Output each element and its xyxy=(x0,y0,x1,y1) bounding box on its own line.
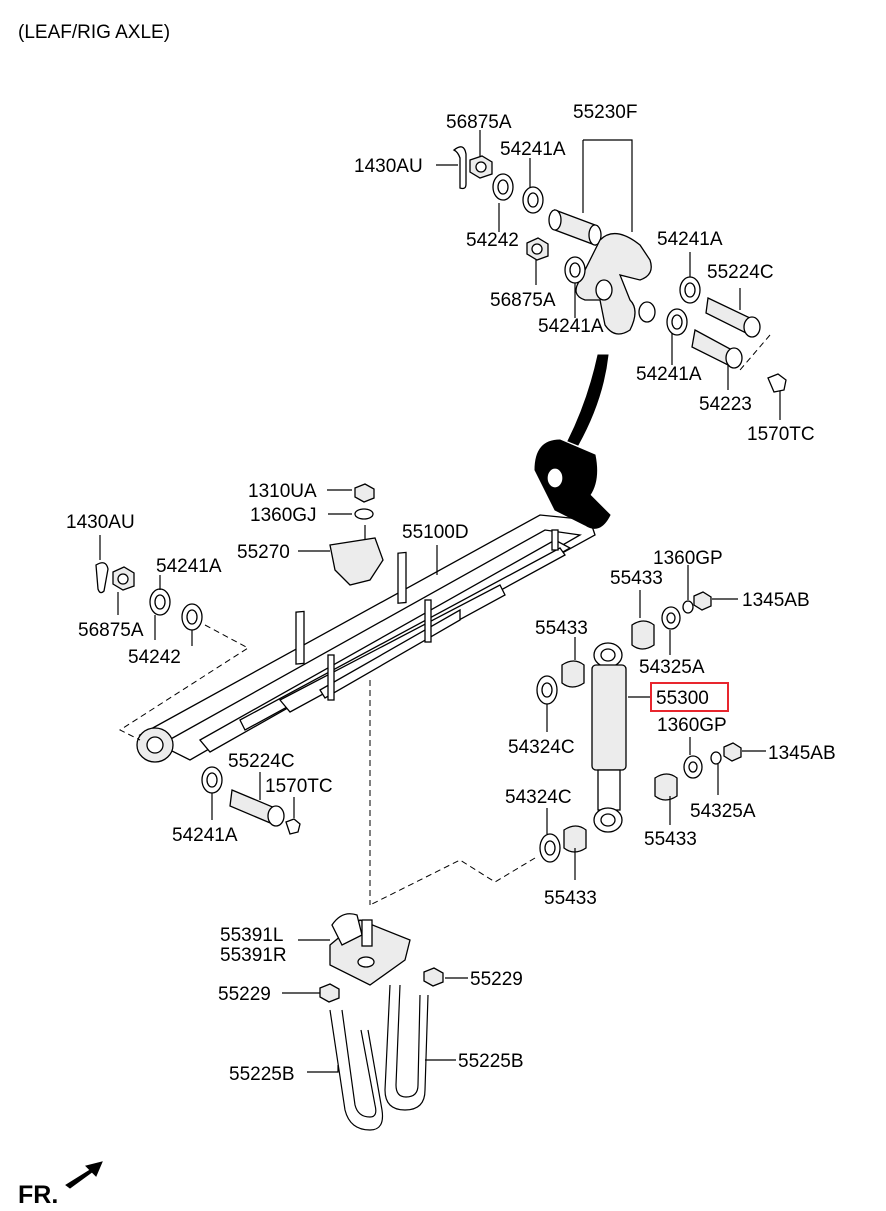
u-bolt-icon xyxy=(384,984,429,1111)
bushing-icon xyxy=(561,660,585,688)
shackle-plate-icon xyxy=(575,233,652,335)
part-label-54325a: 54325A xyxy=(639,657,705,678)
part-label-56875a: 56875A xyxy=(446,112,512,133)
grease-nipple-icon xyxy=(285,818,301,835)
nut-icon xyxy=(423,967,444,987)
shackle-highlight-icon xyxy=(534,439,611,529)
bottom-left-bolt-hardware xyxy=(201,766,301,835)
front-direction-label: FR. xyxy=(18,1181,58,1209)
shackle-assembly xyxy=(436,130,787,420)
spring-washer-icon xyxy=(682,600,694,614)
part-label-1345ab: 1345AB xyxy=(768,743,836,764)
part-label-55100d: 55100D xyxy=(402,522,469,543)
bump-stopper-icon xyxy=(329,537,384,586)
part-label-54223: 54223 xyxy=(699,394,752,415)
part-label-55229: 55229 xyxy=(218,984,271,1005)
part-label-54242: 54242 xyxy=(466,230,519,251)
spring-washer-icon xyxy=(710,751,722,765)
bushing-icon xyxy=(554,209,596,246)
part-label-1570tc: 1570TC xyxy=(265,776,333,797)
nut-icon xyxy=(723,742,742,762)
part-label-55433: 55433 xyxy=(610,568,663,589)
part-label-55433: 55433 xyxy=(544,888,597,909)
part-label-1360gp: 1360GP xyxy=(657,715,727,736)
part-label-54325a: 54325A xyxy=(690,801,756,822)
part-label-54241a: 54241A xyxy=(500,139,566,160)
part-label-1570tc: 1570TC xyxy=(747,424,815,445)
assembly-arrow-icon xyxy=(567,354,609,446)
left-eye-hardware xyxy=(95,535,249,741)
part-label-54324c: 54324C xyxy=(508,737,575,758)
grease-nipple-icon xyxy=(767,373,787,393)
cotter-pin-icon xyxy=(95,562,109,594)
part-label-1360gj: 1360GJ xyxy=(250,505,317,526)
bushing-icon xyxy=(563,825,587,853)
shock-absorber xyxy=(536,591,742,863)
part-label-1360gp: 1360GP xyxy=(653,548,723,569)
part-label-1430au: 1430AU xyxy=(66,512,135,533)
nut-icon xyxy=(319,983,340,1003)
part-label-54324c: 54324C xyxy=(505,787,572,808)
leaf-spring xyxy=(136,439,611,763)
part-label-55224c: 55224C xyxy=(707,262,774,283)
part-label-1345ab: 1345AB xyxy=(742,590,810,611)
part-label-55391r: 55391R xyxy=(220,945,287,966)
part-label-56875a: 56875A xyxy=(78,620,144,641)
part-label-54241a: 54241A xyxy=(538,316,604,337)
part-label-54241a: 54241A xyxy=(657,229,723,250)
bushing-icon xyxy=(631,620,655,650)
part-label-55225b: 55225B xyxy=(458,1051,524,1072)
part-label-55300[interactable]: 55300 xyxy=(656,688,709,709)
part-label-55224c: 55224C xyxy=(228,751,295,772)
bolt-icon xyxy=(705,297,751,337)
diagram-title: (LEAF/RIG AXLE) xyxy=(18,22,170,43)
part-label-55270: 55270 xyxy=(237,542,290,563)
part-label-1310ua: 1310UA xyxy=(248,481,317,502)
part-label-54241a: 54241A xyxy=(172,825,238,846)
shock-body-icon xyxy=(591,664,627,771)
part-label-55433: 55433 xyxy=(535,618,588,639)
part-label-54241a: 54241A xyxy=(156,556,222,577)
part-label-1430au: 1430AU xyxy=(354,156,423,177)
part-label-54242: 54242 xyxy=(128,647,181,668)
spring-seat-and-u-bolts xyxy=(319,913,444,1131)
part-label-55391l: 55391L xyxy=(220,925,283,946)
part-label-55225b: 55225B xyxy=(229,1064,295,1085)
highlight-box xyxy=(650,682,729,712)
bushing-icon xyxy=(654,773,678,801)
nut-icon xyxy=(354,483,375,503)
part-label-54241a: 54241A xyxy=(636,364,702,385)
nut-icon xyxy=(693,591,712,611)
u-bolt-icon xyxy=(329,1009,384,1131)
part-label-56875a: 56875A xyxy=(490,290,556,311)
part-label-55433: 55433 xyxy=(644,829,697,850)
cotter-pin-icon xyxy=(452,146,467,190)
washer-icon xyxy=(354,508,374,520)
front-direction-arrow-icon xyxy=(65,1161,103,1189)
part-label-55230f: 55230F xyxy=(573,102,637,123)
part-label-55229: 55229 xyxy=(470,969,523,990)
